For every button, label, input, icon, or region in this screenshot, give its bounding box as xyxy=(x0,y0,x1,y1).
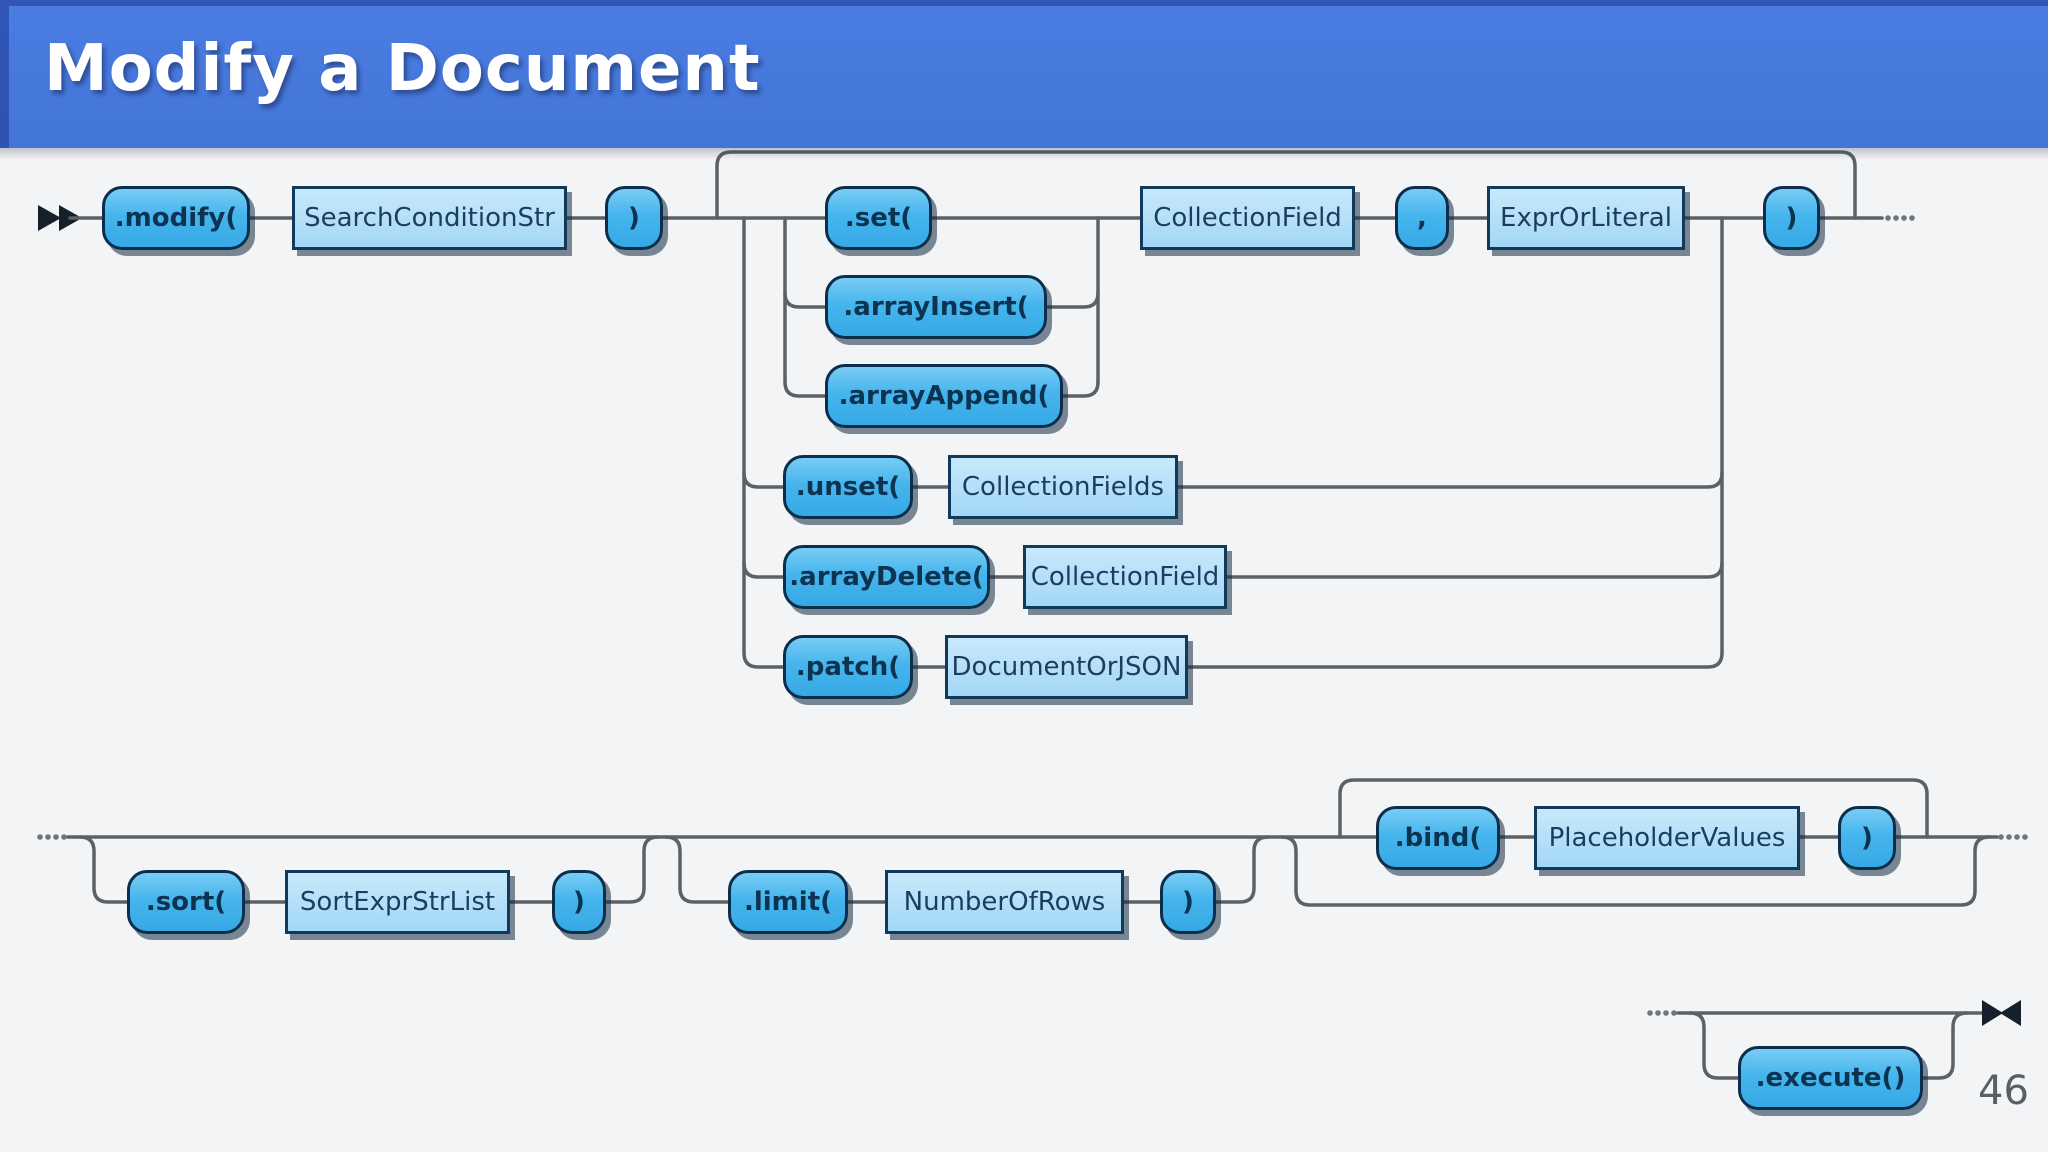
node-collection-fields: CollectionFields xyxy=(948,455,1178,519)
section1-lines xyxy=(68,150,1884,669)
section1-continuation-dots xyxy=(1885,215,1915,221)
node-execute: .execute() xyxy=(1738,1046,1923,1110)
node-array-append: .arrayAppend( xyxy=(825,364,1063,428)
node-limit-close-paren: ) xyxy=(1160,870,1216,934)
node-sort-close-paren: ) xyxy=(552,870,606,934)
node-number-of-rows: NumberOfRows xyxy=(885,870,1124,934)
node-array-delete: .arrayDelete( xyxy=(783,545,990,609)
node-group-close-paren: ) xyxy=(1763,186,1820,250)
node-modify: .modify( xyxy=(102,186,250,250)
node-sort-expr-list: SortExprStrList xyxy=(285,870,510,934)
node-document-or-json: DocumentOrJSON xyxy=(945,635,1188,699)
section3-continuation-dots xyxy=(1647,1010,1677,1016)
node-bind: .bind( xyxy=(1376,806,1500,870)
node-search-condition: SearchConditionStr xyxy=(292,186,567,250)
end-icon xyxy=(1982,1000,2021,1026)
node-bind-close-paren: ) xyxy=(1838,806,1896,870)
node-modify-close-paren: ) xyxy=(605,186,663,250)
page-number: 46 xyxy=(1978,1068,2029,1114)
section2-continuation-dots-left xyxy=(37,834,67,840)
node-limit: .limit( xyxy=(728,870,848,934)
node-sort: .sort( xyxy=(127,870,245,934)
node-unset: .unset( xyxy=(783,455,913,519)
node-array-insert: .arrayInsert( xyxy=(825,275,1047,339)
node-expr-or-literal: ExprOrLiteral xyxy=(1487,186,1685,250)
node-collection-field: CollectionField xyxy=(1140,186,1355,250)
slide-title: Modify a Document xyxy=(44,32,761,106)
section2-continuation-dots-right xyxy=(1998,834,2028,840)
node-placeholder-values: PlaceholderValues xyxy=(1534,806,1800,870)
slide-header: Modify a Document xyxy=(0,0,2048,148)
header-shadow xyxy=(0,148,2048,160)
node-collection-field-arg: CollectionField xyxy=(1023,545,1227,609)
node-patch: .patch( xyxy=(783,635,913,699)
node-set: .set( xyxy=(825,186,932,250)
section3-lines xyxy=(1676,1011,1984,1080)
node-comma: , xyxy=(1395,186,1449,250)
